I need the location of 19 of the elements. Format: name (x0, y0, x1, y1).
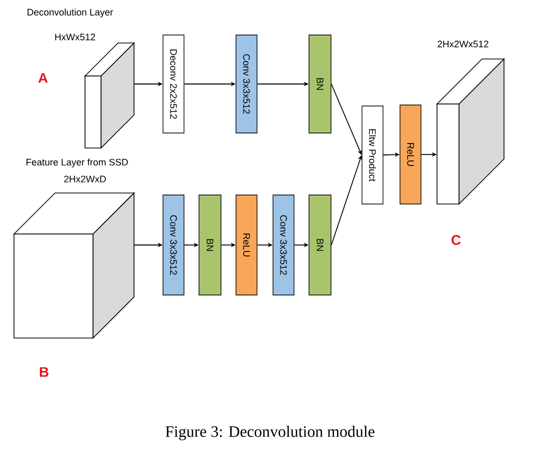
layer-box: BN (198, 194, 222, 296)
cube-heading: Feature Layer from SSD (26, 158, 128, 168)
cube-heading: 2Hx2Wx512 (438, 40, 488, 48)
panel-letter: B (40, 367, 48, 377)
layer-box: Deconv 2x2x512 (162, 34, 184, 134)
layer-box: BN (308, 194, 332, 296)
layer-box: BN (308, 34, 332, 134)
layer-box: ReLU (236, 194, 258, 296)
panel-letter: A (38, 73, 48, 83)
section-heading: Deconvolution Layer (28, 8, 113, 18)
layer-box: Eltw Product (362, 106, 384, 204)
layer-box: Conv 3x3x512 (236, 34, 258, 134)
layer-box: Conv 3x3x512 (272, 194, 294, 296)
panel-letter: C (452, 235, 461, 245)
cube-heading: 2Hx2WxD (64, 176, 106, 182)
caption: Figure 3: Deconvolution module (166, 426, 374, 440)
layer-box: Conv 3x3x512 (162, 194, 184, 296)
cube-heading: HxWx512 (55, 34, 96, 40)
layer-box: ReLU (400, 104, 422, 204)
